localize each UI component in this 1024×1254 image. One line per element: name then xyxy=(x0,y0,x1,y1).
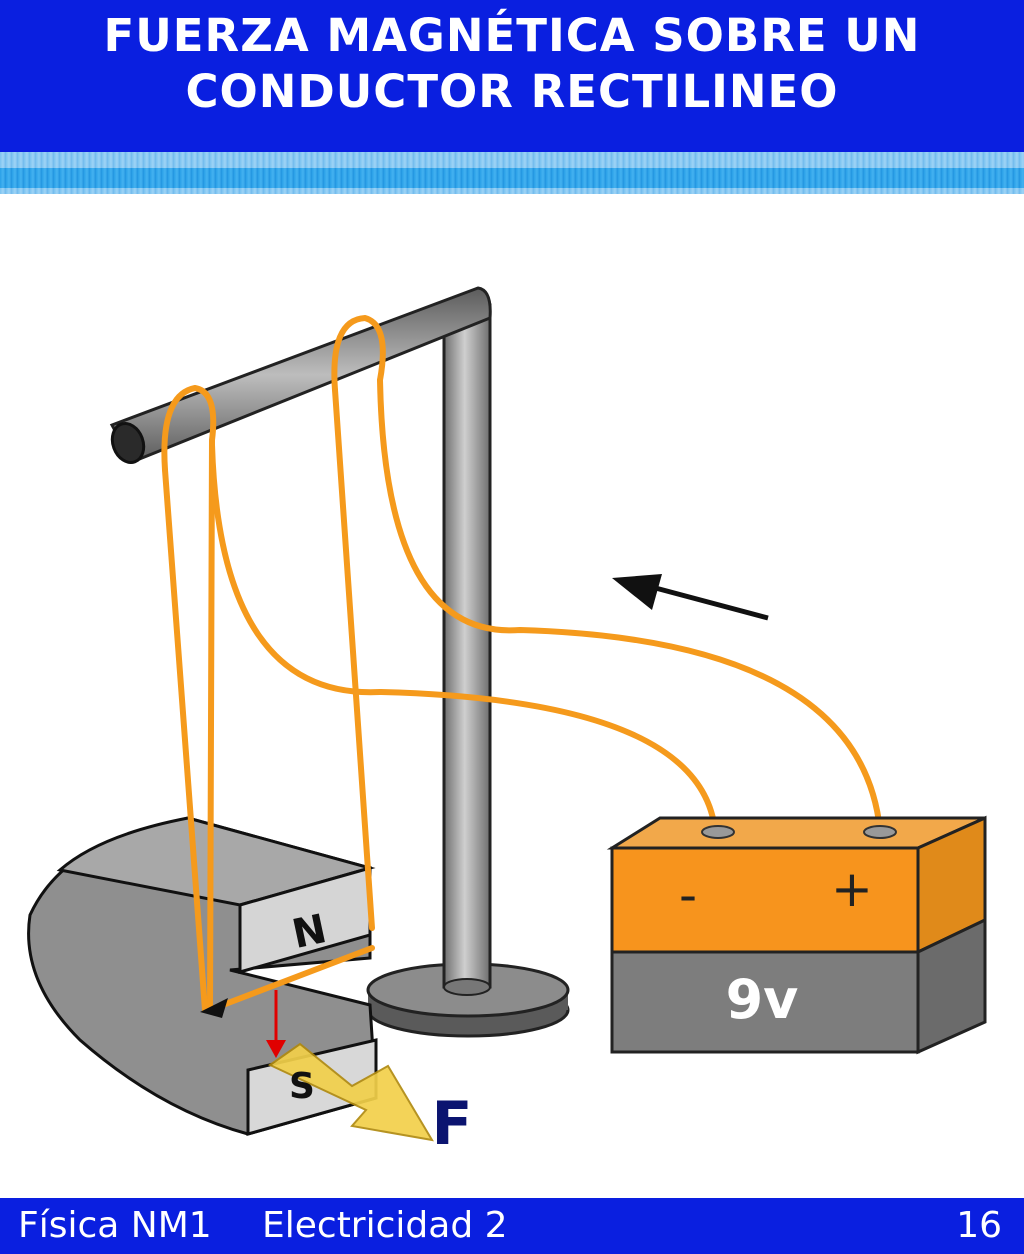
wire-to-plus xyxy=(377,377,883,833)
magnetic-force-diagram: N S F - + 9v xyxy=(27,286,987,1159)
battery-minus-label: - xyxy=(679,866,697,924)
wires xyxy=(161,314,883,1013)
current-arrow xyxy=(612,574,769,621)
wire-loop-left xyxy=(161,384,217,1011)
stand-bar xyxy=(109,286,492,464)
wire-to-minus xyxy=(209,442,718,833)
battery-plus-label: + xyxy=(831,860,873,918)
force-label: F xyxy=(432,1089,473,1159)
south-pole-label: S xyxy=(289,1066,315,1107)
page-title: FUERZA MAGNÉTICA SOBRE UN CONDUCTOR RECT… xyxy=(0,8,1024,120)
footer-course: Física NM1 xyxy=(18,1205,212,1246)
footer-topic: Electricidad 2 xyxy=(262,1205,508,1246)
decorative-stripe-inner xyxy=(0,168,1024,188)
title-banner: FUERZA MAGNÉTICA SOBRE UN CONDUCTOR RECT… xyxy=(0,0,1024,152)
battery-voltage-label: 9v xyxy=(726,968,799,1031)
field-arrow xyxy=(266,990,286,1058)
wire-right-down xyxy=(332,387,375,931)
wire-left-down xyxy=(162,467,208,1013)
stand-pole xyxy=(442,303,492,996)
title-line-2: CONDUCTOR RECTILINEO xyxy=(185,65,839,118)
wire-bottom xyxy=(212,945,375,1011)
battery xyxy=(606,815,987,1055)
current-direction-arrow xyxy=(200,998,228,1018)
wire-loop-right xyxy=(331,314,386,393)
force-arrow xyxy=(268,1042,434,1142)
title-line-1: FUERZA MAGNÉTICA SOBRE UN xyxy=(103,9,921,62)
footer-bar: Física NM1 Electricidad 2 16 xyxy=(0,1198,1024,1254)
footer-page-number: 16 xyxy=(956,1205,1002,1246)
